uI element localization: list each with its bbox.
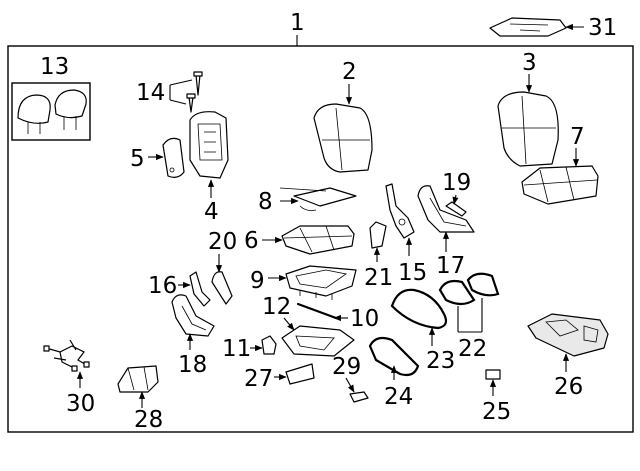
callout-25: 25	[482, 399, 511, 425]
part-14-guide-pins[interactable]	[186, 71, 203, 113]
callout-4: 4	[204, 199, 219, 225]
callout-10: 10	[350, 306, 379, 332]
callout-9: 9	[250, 268, 265, 294]
callout-30: 30	[66, 391, 95, 417]
leader-14	[169, 79, 193, 105]
callout-24: 24	[384, 384, 413, 410]
part-9-cushion-frame[interactable]	[285, 265, 357, 300]
part-2-seatback-cushion[interactable]	[313, 103, 373, 173]
callout-23: 23	[426, 348, 455, 374]
part-31-track-cover[interactable]	[489, 17, 567, 37]
callout-14: 14	[136, 80, 165, 106]
callout-28: 28	[134, 407, 163, 433]
part-12-seat-pan[interactable]	[281, 325, 355, 357]
part-4-seatback-frame[interactable]	[189, 111, 229, 179]
leader-22	[457, 298, 483, 333]
part-11-switch[interactable]	[261, 335, 277, 355]
callout-13: 13	[40, 54, 69, 80]
callout-7: 7	[570, 124, 585, 150]
part-6-seat-cushion[interactable]	[281, 225, 355, 255]
callout-17: 17	[436, 253, 465, 279]
callout-27: 27	[244, 366, 273, 392]
leader-12	[283, 317, 295, 331]
callout-2: 2	[342, 59, 357, 85]
callout-29: 29	[332, 354, 361, 380]
part-21-recliner-cover[interactable]	[369, 221, 387, 249]
part-16-bracket[interactable]	[189, 271, 211, 307]
callout-11: 11	[222, 336, 251, 362]
callout-12: 12	[262, 294, 291, 320]
callout-19: 19	[442, 170, 471, 196]
callout-3: 3	[522, 50, 537, 76]
part-13-headrests[interactable]	[17, 89, 87, 134]
part-18-side-panel[interactable]	[171, 294, 215, 337]
callout-16: 16	[148, 273, 177, 299]
part-10-rod[interactable]	[296, 302, 338, 320]
callout-5: 5	[130, 146, 145, 172]
part-5-side-trim[interactable]	[162, 137, 185, 178]
part-27-trim-panel[interactable]	[285, 363, 315, 385]
part-22-wire-loops[interactable]	[438, 272, 500, 306]
part-26-seat-base[interactable]	[527, 313, 609, 357]
part-25-connector[interactable]	[485, 369, 501, 380]
callout-22: 22	[458, 336, 487, 362]
part-15-recliner-bracket[interactable]	[385, 183, 415, 239]
part-3-seatback-right[interactable]	[497, 91, 559, 167]
part-17-side-frame[interactable]	[417, 185, 475, 233]
part-30-wire-harness[interactable]	[43, 339, 90, 372]
callout-1: 1	[290, 10, 305, 36]
callout-18: 18	[178, 352, 207, 378]
callout-21: 21	[364, 265, 393, 291]
callout-26: 26	[554, 374, 583, 400]
callout-8: 8	[258, 189, 273, 215]
part-19-clip[interactable]	[445, 201, 467, 217]
part-24-wire-loop[interactable]	[368, 336, 420, 377]
assembly-frame	[7, 45, 634, 433]
part-28-end-cap[interactable]	[117, 365, 159, 393]
part-7-seat-cushion-right[interactable]	[521, 165, 599, 205]
part-29-small-clip[interactable]	[349, 391, 369, 403]
part-23-wire-loop[interactable]	[390, 288, 448, 330]
leader-29	[345, 377, 355, 393]
callout-20: 20	[208, 229, 237, 255]
callout-15: 15	[398, 260, 427, 286]
part-20-side-shield[interactable]	[211, 271, 233, 305]
callout-6: 6	[244, 228, 259, 254]
part-8-heater-pad[interactable]	[279, 187, 357, 211]
leader-19	[452, 194, 459, 205]
callout-31: 31	[588, 15, 617, 41]
headrest-box	[11, 82, 91, 141]
